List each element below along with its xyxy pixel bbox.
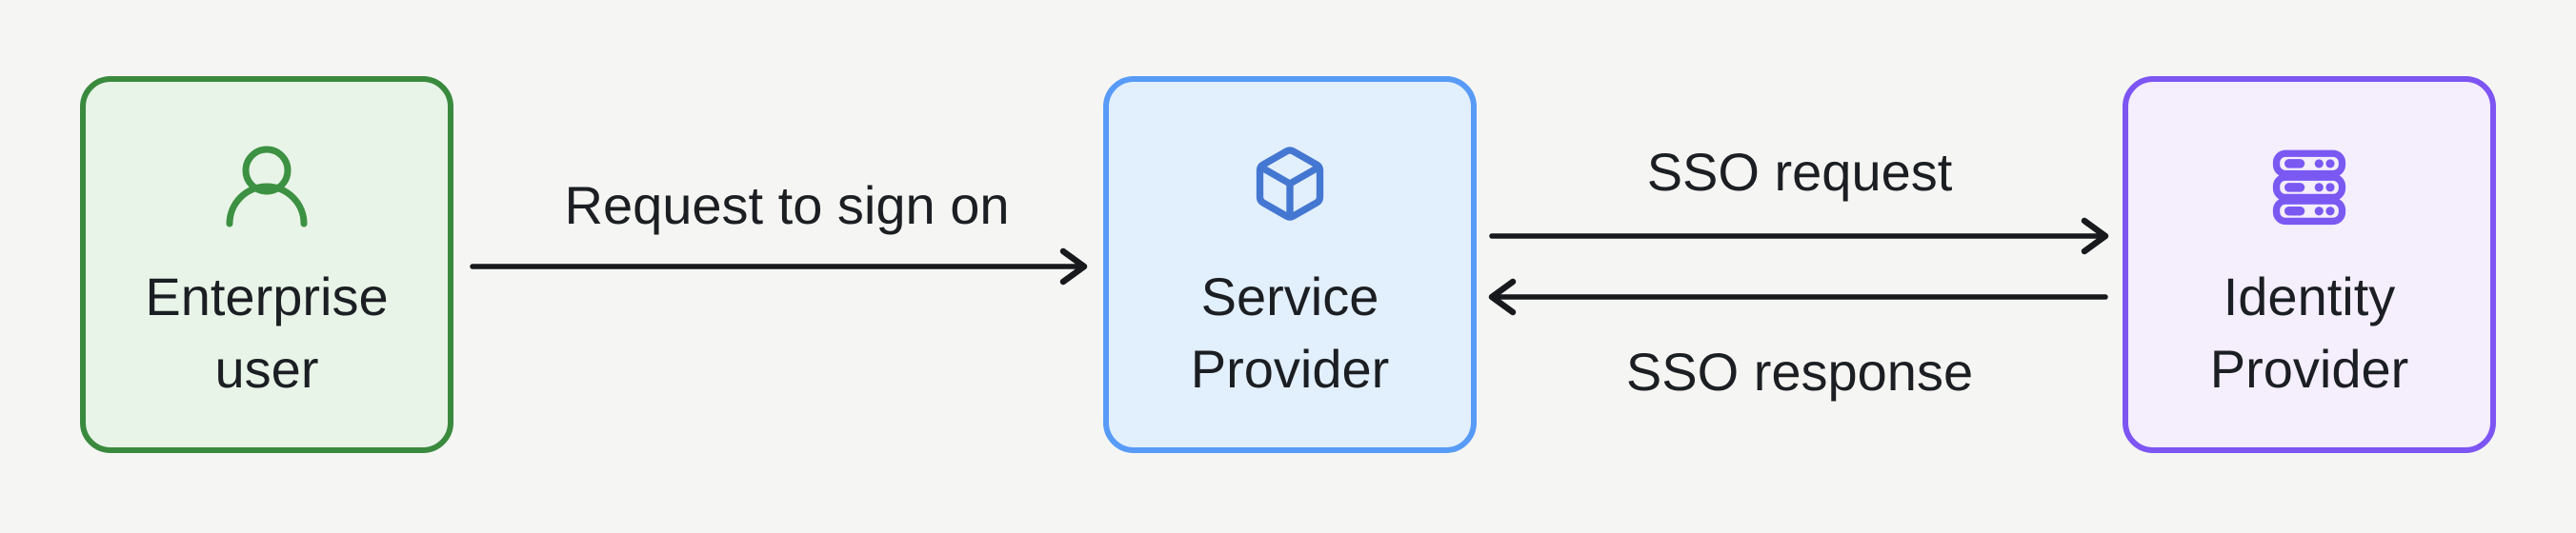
edge-label-sso-request: SSO request [1646,142,1953,202]
edge-label-request-to-sign-on: Request to sign on [564,175,1010,235]
cube-icon [1109,144,1471,224]
user-icon [86,144,448,235]
arrow-request-to-sign-on [470,247,1088,286]
arrow-sso-request [1489,217,2109,255]
server-icon [2128,144,2490,227]
node-identity-provider: Identity Provider [2123,76,2496,453]
node-label-service-provider: Service Provider [1190,266,1390,399]
node-label-enterprise-user: Enterprise user [145,266,389,399]
node-service-provider: Service Provider [1103,76,1477,453]
arrow-sso-response [1488,278,2108,316]
node-label-identity-provider: Identity Provider [2209,266,2409,399]
edge-label-sso-response: SSO response [1625,342,1974,402]
node-enterprise-user: Enterprise user [80,76,453,453]
